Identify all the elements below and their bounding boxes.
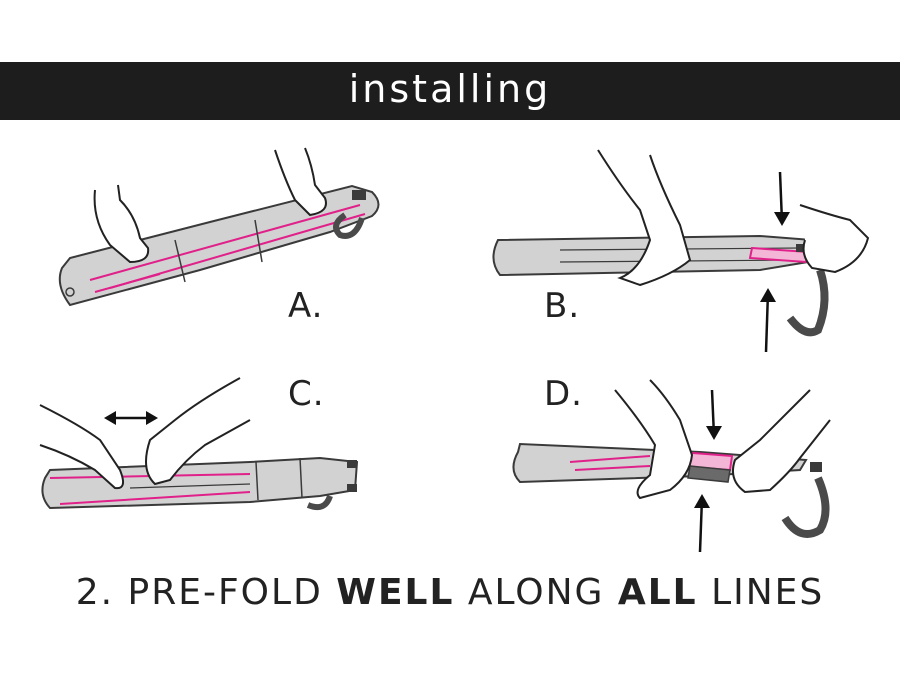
panel-d-dark-fold xyxy=(687,465,731,483)
panel-c-crease-2 xyxy=(299,457,303,499)
panel-b-tail-clip xyxy=(796,244,808,252)
panel-d-fold-line-1 xyxy=(569,455,651,463)
panel-a-tip-ring xyxy=(65,287,75,297)
panel-c-left-hand xyxy=(39,404,125,490)
panel-a-skin xyxy=(58,184,380,307)
panel-c-strap xyxy=(306,494,333,511)
panel-a-fold-line-1 xyxy=(89,204,361,281)
panel-c-right-hand xyxy=(145,377,251,486)
panel-d-left-hand xyxy=(614,379,694,500)
panel-c-illustration xyxy=(39,377,359,511)
panel-b-strap xyxy=(786,268,829,337)
caption-prefix: 2. PRE-FOLD xyxy=(75,572,337,613)
header-title: installing xyxy=(348,67,552,111)
panel-c-tail-clip-1 xyxy=(347,460,357,468)
panel-a-left-hand xyxy=(93,184,150,264)
panel-c-tail-clip-2 xyxy=(347,484,357,492)
panel-d-fold-line-2 xyxy=(574,465,651,471)
panel-c-fold-line-2 xyxy=(59,491,251,505)
panel-c-arrow-right-head xyxy=(146,411,158,425)
step-label-c: C. xyxy=(288,374,325,414)
step-label-b: B. xyxy=(544,286,581,326)
panel-a-tail-clip xyxy=(352,190,366,200)
panel-a-crease-1 xyxy=(174,239,186,283)
panel-a-crease-2 xyxy=(254,219,263,263)
panel-b-fold-pink xyxy=(748,246,810,264)
panel-d-arrow-up-head xyxy=(694,494,710,508)
caption-middle: ALONG xyxy=(454,572,618,613)
caption-bold-well: WELL xyxy=(336,572,455,613)
panel-b-illustration xyxy=(492,149,870,353)
caption-bold-all: ALL xyxy=(617,572,698,613)
step-label-a: A. xyxy=(288,286,324,326)
panel-d-strap xyxy=(781,476,830,538)
header-banner: installing xyxy=(0,62,900,120)
panel-d-right-hand xyxy=(732,389,831,494)
caption-suffix: LINES xyxy=(697,572,825,613)
panel-d-tail-clip xyxy=(810,462,822,472)
step-label-d: D. xyxy=(544,374,583,414)
panel-c-crease-1 xyxy=(255,461,259,501)
panel-b-arrow-down-head xyxy=(774,212,790,226)
panel-a-illustration xyxy=(58,147,380,307)
instruction-caption: 2. PRE-FOLD WELL ALONG ALL LINES xyxy=(0,572,900,613)
panel-d-arrow-down-head xyxy=(706,426,722,440)
panel-b-arrow-up-head xyxy=(760,288,776,302)
panel-a-fold-line-3 xyxy=(94,273,161,293)
panel-b-right-hand xyxy=(799,204,870,274)
panel-b-left-hand xyxy=(597,149,692,287)
panel-a-right-hand xyxy=(274,147,327,217)
panel-a-strap xyxy=(333,212,365,239)
panel-d-illustration xyxy=(512,379,831,553)
panel-c-fold-line-3 xyxy=(129,483,251,489)
panel-c-arrow-left-head xyxy=(104,411,116,425)
